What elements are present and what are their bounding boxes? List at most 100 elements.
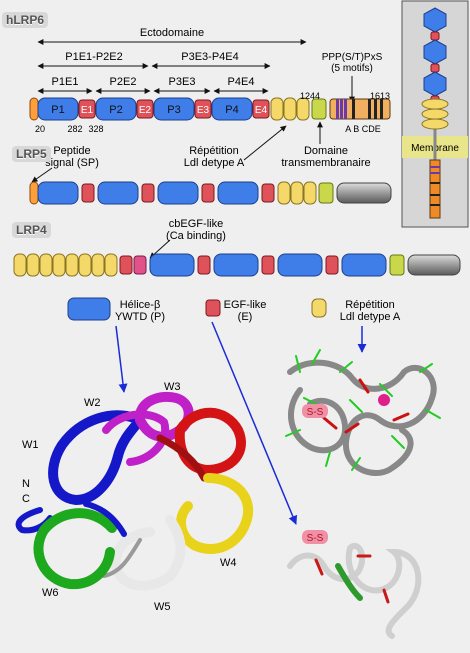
blade-w6 — [33, 508, 117, 590]
lrp4-cbegf — [133, 255, 147, 275]
blade-label-w1: W1 — [22, 439, 39, 451]
legend-propeller-swatch — [67, 297, 111, 321]
legend-propeller-label-2: YWTD (P) — [115, 311, 165, 323]
blade-w4 — [176, 473, 254, 554]
p3e3p4e4-label: P3E3-P4E4 — [181, 51, 238, 63]
legend-ldla-swatch — [311, 298, 327, 318]
egf-ss-label: S-S — [307, 533, 324, 544]
inset-cytoplasmic-tail — [429, 159, 441, 219]
lrp4-propeller-1 — [149, 253, 195, 277]
signal-peptide-label: Peptide — [53, 145, 90, 157]
lrp6-ldla-1 — [270, 97, 284, 121]
lrp4-ldla-6 — [78, 253, 92, 277]
inset-ppp-stripe-3 — [430, 182, 440, 184]
p3e3-label: P3E3 — [169, 76, 196, 88]
lrp5-transmembrane — [318, 182, 334, 204]
lrp4-propeller-3 — [277, 253, 323, 277]
ppp-motif-stripe-2 — [340, 99, 343, 119]
ldla-ss-badge — [302, 404, 328, 418]
ppp-motif-count: (5 motifs) — [331, 63, 373, 74]
legend-ldla-label: Répétition — [345, 299, 395, 311]
egf-backbone — [287, 543, 422, 639]
lrp4-cytoplasmic-tail — [407, 254, 461, 276]
res-1244: 1244 — [300, 91, 320, 101]
lrp4-egf-2 — [197, 255, 211, 275]
lrp6-domain-e4 — [252, 99, 270, 119]
res-1613: 1613 — [370, 91, 390, 101]
ldla-repeat-structure — [285, 349, 441, 476]
legend-ldla-label-2: Ldl detype A — [340, 311, 401, 323]
lrp5-badge: LRP5 — [12, 146, 51, 162]
ldla-ss-label: S-S — [307, 407, 324, 418]
lrp4-egf-1 — [119, 255, 133, 275]
cbegf-label-2: (Ca binding) — [166, 230, 226, 242]
lrp6-transmembrane — [311, 98, 327, 120]
egf-structure — [287, 543, 422, 639]
blade-label-w4: W4 — [220, 557, 237, 569]
blade-w1-strand — [83, 501, 127, 537]
legend-egf-label: EGF-like — [224, 299, 267, 311]
lrp6-ldla-3 — [296, 97, 310, 121]
lrp6-domain-e3 — [194, 99, 212, 119]
lrp5-propeller-2 — [97, 181, 139, 205]
lrp4-ldla-3 — [39, 253, 53, 277]
lrp6-domain-e1 — [78, 99, 96, 119]
lrp4-propeller-4 — [341, 253, 387, 277]
lrp4-ldla-4 — [52, 253, 66, 277]
ldla-label: Répétition — [189, 145, 239, 157]
lrp5-ldla-3 — [303, 181, 317, 205]
lrp6-domain-p1-label: P1 — [51, 104, 64, 116]
cbegf-label: cbEGF-like — [169, 218, 223, 230]
lrp5-ldla-1 — [277, 181, 291, 205]
lrp4-ldla-7 — [91, 253, 105, 277]
lrp4-propeller-2 — [213, 253, 259, 277]
lrp4-ldla-5 — [65, 253, 79, 277]
lrp5-propeller-1 — [37, 181, 79, 205]
egf-to-structure-arrow — [211, 321, 298, 525]
blade-label-w3: W3 — [164, 381, 181, 393]
inset-receptor — [421, 7, 449, 219]
blade-label-w6: W6 — [42, 587, 59, 599]
lrp4-protein-bar — [13, 253, 461, 277]
n-terminus-label: N — [22, 478, 30, 490]
lrp4-ldla-2 — [26, 253, 40, 277]
ppp-motif-stripe-6 — [374, 99, 377, 119]
lrp5-egf-2 — [141, 183, 155, 203]
inset-ldla-1 — [421, 98, 449, 110]
lrp6-domain-p4-label: P4 — [225, 104, 238, 116]
ldla-backbone — [287, 359, 437, 476]
motif-letters: A B CDE — [345, 124, 381, 134]
tm-label-2: transmembranaire — [281, 157, 370, 169]
blade-w5 — [110, 515, 186, 591]
lrp4-egf-4 — [325, 255, 339, 275]
inset-egf-2 — [430, 63, 440, 73]
lrp5-cytoplasmic-tail — [336, 182, 392, 204]
inset-ppp-stripe-1 — [430, 166, 440, 168]
inset-ppp-stripe-2 — [430, 172, 440, 174]
p2e2-label: P2E2 — [110, 76, 137, 88]
calcium-ion — [378, 394, 390, 406]
blade-w1 — [48, 410, 145, 505]
lrp6-domain-e1-label: E1 — [81, 105, 94, 116]
ppp-motif-stripe-5 — [368, 99, 371, 119]
lrp6-domain-e3-label: E3 — [197, 105, 210, 116]
ectodomaine-label: Ectodomaine — [140, 27, 204, 39]
lrp6-domain-e4-label: E4 — [255, 105, 268, 116]
propeller-to-structure-arrow — [115, 325, 128, 393]
ppp-motif-stripe-3 — [344, 99, 347, 119]
ppp-motif-stripe-4 — [352, 99, 355, 119]
p1e1p2e2-label: P1E1-P2E2 — [65, 51, 122, 63]
lrp4-egf-3 — [261, 255, 275, 275]
lrp5-egf-1 — [81, 183, 95, 203]
inset-ldla-3 — [421, 118, 449, 130]
ldla-arrow — [243, 125, 287, 161]
blade-w2-inner — [102, 410, 170, 466]
legend-egf-swatch — [205, 299, 221, 317]
lrp6-domain-p1 — [37, 97, 79, 121]
lrp5-propeller-3 — [157, 181, 199, 205]
blade-label-w2: W2 — [84, 397, 101, 409]
inset-ppp-stripe-5 — [430, 204, 440, 206]
